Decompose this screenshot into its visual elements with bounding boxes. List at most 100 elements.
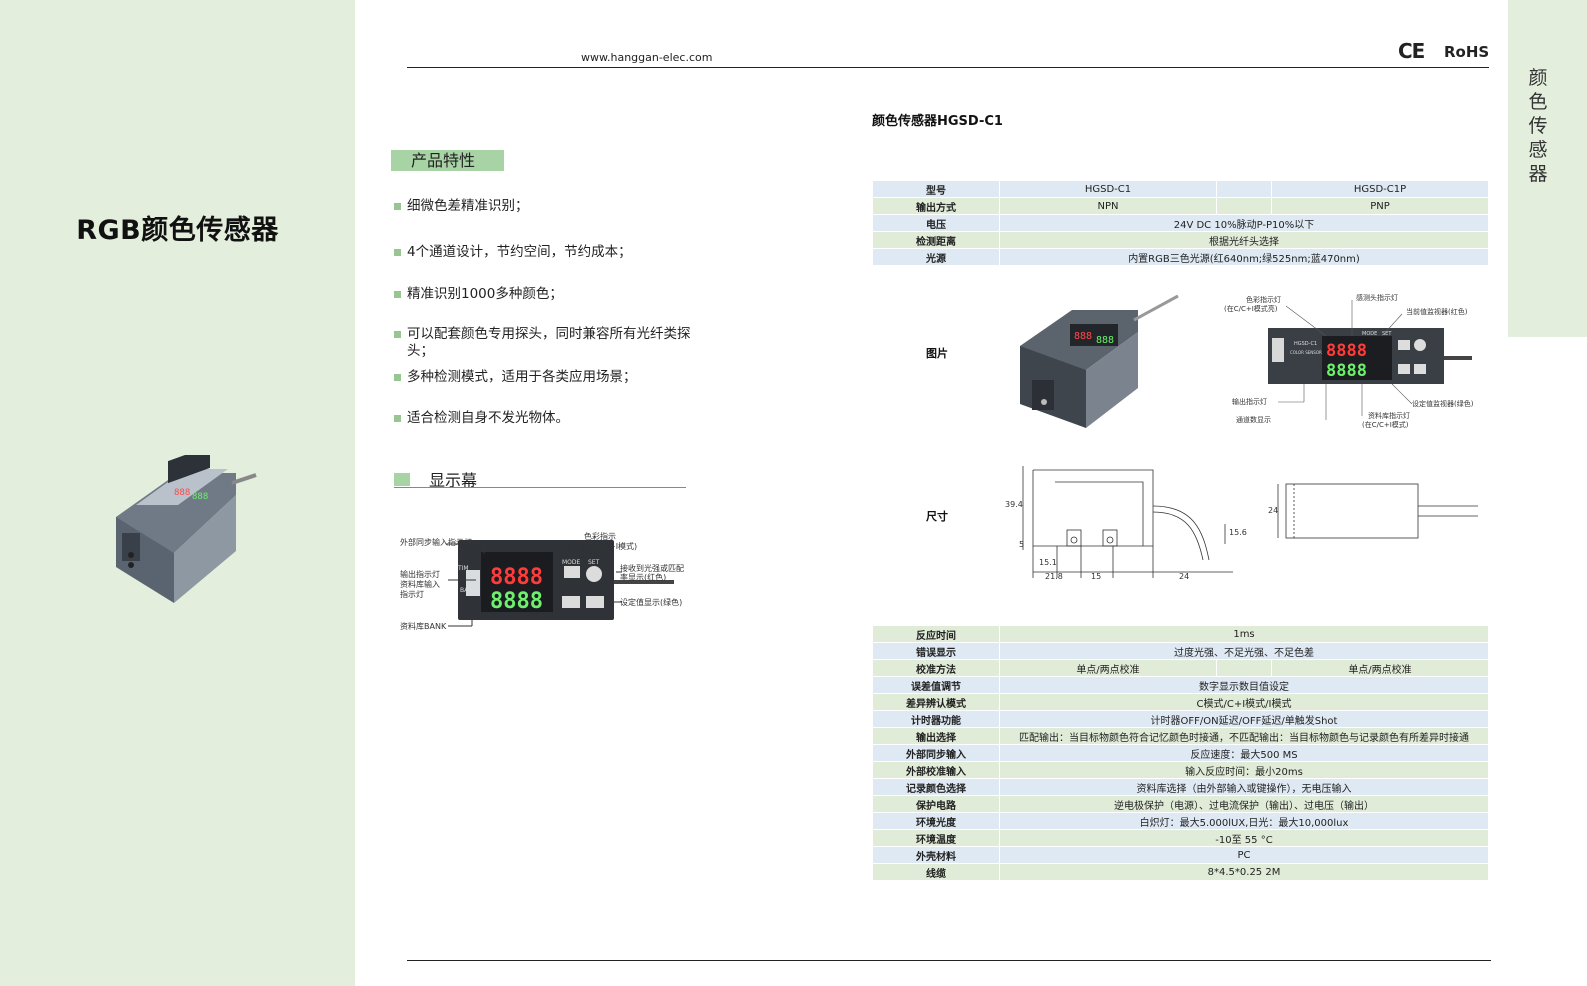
color-ind-mode-label: (在C/C+I模式) <box>584 542 638 551</box>
cell: 内置RGB三色光源(红640nm;绿525nm;蓝470nm) <box>999 248 1489 266</box>
row-key: 错误显示 <box>872 642 1000 660</box>
cell: NPN <box>999 197 1217 215</box>
mode-key-label: MODE <box>562 559 581 566</box>
cell: PC <box>999 846 1489 864</box>
spec-table-bottom: 反应时间 1ms 错误显示 过度光强、不足光强、不足色差 校准方法 单点/两点校… <box>872 625 1489 881</box>
row-key: 外壳材料 <box>872 846 1000 864</box>
device-photo: 888 888 <box>1020 294 1179 428</box>
row-key: 线缆 <box>872 863 1000 881</box>
bank-input-label: 资料库输入 <box>400 580 440 589</box>
svg-text:8888: 8888 <box>490 565 543 590</box>
bullet-icon <box>394 415 401 422</box>
row-key: 光源 <box>872 248 1000 266</box>
bullet-icon <box>394 374 401 381</box>
cell-spacer <box>1216 659 1272 677</box>
table-row: 型号 HGSD-C1 HGSD-C1P <box>872 180 1489 198</box>
product-title: RGB颜色传感器 <box>76 215 279 246</box>
side-tab <box>1508 0 1587 337</box>
feature-item: 可以配套颜色专用探头，同时兼容所有光纤类探头； <box>394 326 704 360</box>
cell: 匹配输出：当目标物颜色符合记忆颜色时接通，不匹配输出：当目标物颜色与记录颜色有所… <box>999 727 1489 745</box>
row-key: 输出方式 <box>872 197 1000 215</box>
display-heading: 显示幕 <box>429 471 478 490</box>
rohs-mark: RoHS <box>1444 43 1490 61</box>
cell: 根据光纤头选择 <box>999 231 1489 249</box>
size-row-label: 尺寸 <box>926 510 948 523</box>
svg-text:8888: 8888 <box>1326 361 1367 381</box>
cell-spacer <box>1216 197 1272 215</box>
image-row-label: 图片 <box>926 347 948 360</box>
table-row: 误差值调节 数字显示数目值设定 <box>872 676 1489 694</box>
table-row: 光源 内置RGB三色光源(红640nm;绿525nm;蓝470nm) <box>872 248 1489 266</box>
display-panel-drawing: 8888 8888 <box>446 540 674 627</box>
dim-15-1: 15.1 <box>1039 558 1057 567</box>
feature-item: 适合检测自身不发光物体。 <box>394 410 704 427</box>
row-key: 型号 <box>872 180 1000 198</box>
product-photo: 888 888 <box>116 455 257 603</box>
side-dim-24: 24 <box>1268 506 1279 515</box>
table-row: 输出选择 匹配输出：当目标物颜色符合记忆颜色时接通，不匹配输出：当目标物颜色与记… <box>872 727 1489 745</box>
table-row: 差异辨认模式 C模式/C+I模式/I模式 <box>872 693 1489 711</box>
feature-item: 多种检测模式，适用于各类应用场景； <box>394 369 704 386</box>
table-row: 外部同步输入 反应速度：最大500 MS <box>872 744 1489 762</box>
cell: 数字显示数目值设定 <box>999 676 1489 694</box>
color-ind-label: 色彩指示灯 <box>1246 296 1281 304</box>
cell: 单点/两点校准 <box>1271 659 1489 677</box>
cell: 过度光强、不足光强、不足色差 <box>999 642 1489 660</box>
dim-21-8: 21.8 <box>1045 572 1063 581</box>
panel-drawing: 8888 8888 <box>1268 300 1472 420</box>
cell-spacer <box>1216 180 1272 198</box>
cell: -10至 55 °C <box>999 829 1489 847</box>
table-row: 电压 24V DC 10%脉动P-P10%以下 <box>872 214 1489 232</box>
cell: 1ms <box>999 625 1489 643</box>
row-key: 反应时间 <box>872 625 1000 643</box>
display-diagram: 8888 8888 TIM BANK MODE SET 外部同步输入指示灯 输出… <box>396 522 696 642</box>
side-tab-label: 颜色传感器 <box>1528 67 1548 185</box>
bank-label: 资料库BANK <box>400 622 447 631</box>
svg-text:888: 888 <box>192 492 208 502</box>
table-row: 保护电路 逆电极保护（电源）、过电流保护（输出）、过电压（输出） <box>872 795 1489 813</box>
cell: 8*4.5*0.25 2M <box>999 863 1489 881</box>
bullet-icon <box>394 331 401 338</box>
channel-label: 通道数显示 <box>1236 416 1271 424</box>
bank-tag: BANK <box>460 587 477 594</box>
spec-table-top: 型号 HGSD-C1 HGSD-C1P 输出方式 NPN PNP 电压 24V … <box>872 180 1489 266</box>
table-row: 环境温度 -10至 55 °C <box>872 829 1489 847</box>
dim-24: 24 <box>1179 572 1190 581</box>
dim-15: 15 <box>1091 572 1102 581</box>
ce-mark: CE <box>1398 39 1425 63</box>
cell: 反应速度：最大500 MS <box>999 744 1489 762</box>
table-row: 线缆 8*4.5*0.25 2M <box>872 863 1489 881</box>
dim-height: 39.4 <box>1005 500 1023 509</box>
color-ind-mode-label: (在C/C+I模式亮) <box>1224 305 1278 313</box>
sensor-ind-label: 感测头指示灯 <box>1356 294 1398 302</box>
row-key: 差异辨认模式 <box>872 693 1000 711</box>
dimension-side-view: 24 <box>1268 480 1483 540</box>
bank-ind-mode-label: (在C/C+I模式) <box>1362 421 1409 429</box>
ind-lamp-label: 指示灯 <box>400 590 424 599</box>
row-key: 保护电路 <box>872 795 1000 813</box>
svg-text:888: 888 <box>1096 335 1114 346</box>
dimension-side-drawing <box>1277 483 1478 539</box>
bullet-icon <box>394 291 401 298</box>
row-key: 检测距离 <box>872 231 1000 249</box>
cell: HGSD-C1 <box>999 180 1217 198</box>
table-row: 检测距离 根据光纤头选择 <box>872 231 1489 249</box>
features-heading: 产品特性 <box>391 150 504 171</box>
row-key: 校准方法 <box>872 659 1000 677</box>
bullet-icon <box>394 203 401 210</box>
row-key: 环境温度 <box>872 829 1000 847</box>
dimension-front-drawing <box>1022 466 1233 578</box>
table-row: 输出方式 NPN PNP <box>872 197 1489 215</box>
row-key: 记录颜色选择 <box>872 778 1000 796</box>
row-key: 误差值调节 <box>872 676 1000 694</box>
feature-item: 细微色差精准识别； <box>394 198 704 215</box>
row-key: 电压 <box>872 214 1000 232</box>
svg-text:888: 888 <box>1074 331 1092 342</box>
svg-text:8888: 8888 <box>1326 341 1367 361</box>
receive-label: 接收到光强或匹配 <box>620 564 684 573</box>
cell: HGSD-C1P <box>1271 180 1489 198</box>
receive-label-2: 率显示(红色) <box>620 573 667 582</box>
display-heading-rule <box>394 487 686 488</box>
color-ind-label: 色彩指示 <box>584 532 616 541</box>
cell: 单点/两点校准 <box>999 659 1217 677</box>
